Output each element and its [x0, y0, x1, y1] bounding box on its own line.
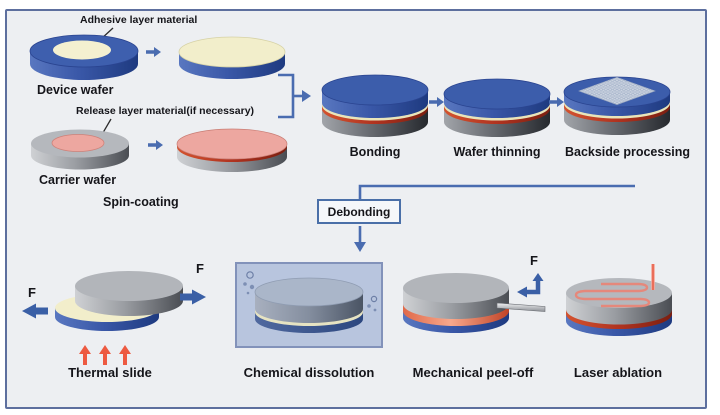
- chemical-dissolution-graphic: [235, 262, 383, 348]
- debonding-connector-arrow: [354, 184, 635, 252]
- force-arrow-right-icon: [180, 289, 206, 305]
- device-wafer-label: Device wafer: [37, 83, 114, 97]
- debonding-label: Debonding: [327, 204, 391, 219]
- arrow-right-icon: [148, 140, 163, 150]
- peel-blade-icon: [496, 302, 546, 312]
- laser-ablation-label: Laser ablation: [573, 365, 663, 380]
- device-grid-pattern: [578, 76, 656, 106]
- arrow-right-icon: [549, 97, 564, 107]
- arrow-right-icon: [146, 47, 161, 57]
- mechanical-peel-off-graphic: [403, 273, 546, 333]
- adhesive-layer-label: Adhesive layer material: [80, 14, 198, 26]
- force-label-right: F: [196, 261, 204, 276]
- device-wafer-graphic: [29, 34, 139, 80]
- bubbles-icon: [246, 271, 378, 303]
- carrier-wafer-graphic: [31, 129, 129, 170]
- thinned-stack-graphic: [443, 78, 551, 137]
- release-spot: [51, 134, 105, 152]
- carrier-wafer-label: Carrier wafer: [39, 173, 117, 187]
- heat-arrows-icon: [79, 345, 131, 365]
- laser-ablation-graphic: [566, 264, 672, 336]
- mechanical-peel-off-label: Mechanical peel-off: [412, 365, 534, 380]
- release-layer-label: Release layer material(if necessary): [76, 105, 255, 117]
- thermal-slide-graphic: [22, 271, 206, 365]
- force-label-left: F: [28, 285, 36, 300]
- bubbles-icon: [243, 282, 377, 312]
- bonding-label: Bonding: [349, 145, 401, 159]
- chemical-dissolution-label: Chemical dissolution: [243, 365, 375, 380]
- coated-device-wafer-graphic: [178, 36, 286, 79]
- force-arrow-left-icon: [22, 303, 48, 319]
- laser-scan-path-icon: [574, 282, 651, 308]
- bonded-stack-graphic: [321, 74, 429, 137]
- merge-bracket-arrow-icon: [278, 73, 311, 119]
- backside-processed-stack-graphic: [563, 76, 671, 135]
- force-bent-arrow-icon: [517, 273, 544, 298]
- adhesive-spot: [53, 40, 111, 60]
- wafer-thinning-label: Wafer thinning: [453, 145, 541, 159]
- arrow-right-icon: [429, 97, 444, 107]
- debonding-step-box: Debonding: [317, 199, 401, 224]
- coated-carrier-wafer-graphic: [176, 128, 288, 172]
- force-label-peel: F: [530, 253, 538, 268]
- spin-coating-label: Spin-coating: [103, 195, 179, 209]
- thermal-slide-label: Thermal slide: [68, 365, 152, 380]
- backside-processing-label: Backside processing: [564, 145, 691, 159]
